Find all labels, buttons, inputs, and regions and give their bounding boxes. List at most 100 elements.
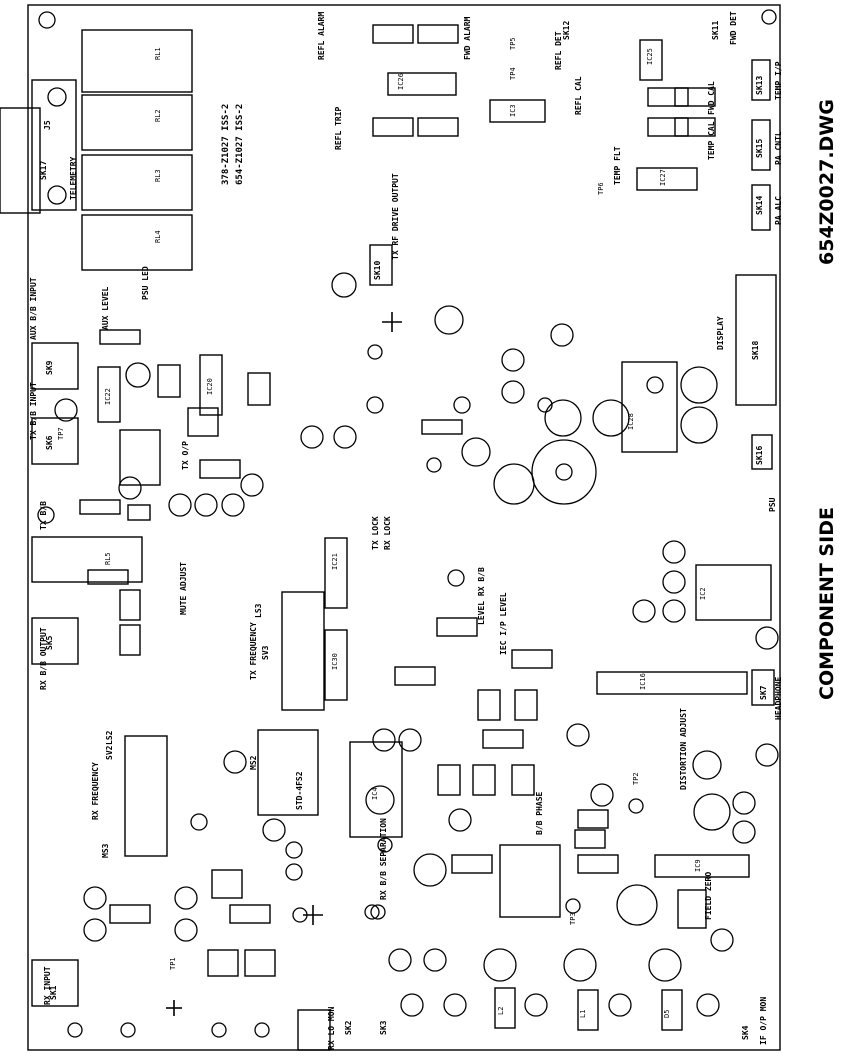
rx-frequency-label: RX FREQUENCY [91,762,100,820]
ic4-regulator [349,741,403,838]
sk10-ref: SK10 [373,260,382,280]
ic21-ref: IC21 [331,553,339,570]
sk18-ref: SK18 [751,340,760,360]
fwd-alarm-label: FWD ALARM [463,16,472,60]
bb-phase-label: B/B PHASE [535,791,544,835]
ic21 [324,537,348,609]
refl-cal-label: REFL CAL [574,76,583,115]
sk18-label: DISPLAY [716,316,725,350]
lo-mon-block [297,1009,331,1051]
ic30-ref: IC30 [331,653,339,670]
sk1-block [31,959,79,1007]
sk17-ref: SK17 [39,160,48,180]
sk10-label: TX RF DRIVE OUTPUT [391,173,400,260]
ic26 [387,72,457,96]
sk2-ref: SK2 [344,1020,353,1035]
sk14-block [751,184,771,231]
sk2-label: RX LO MON [327,1006,336,1050]
ic16-ref: IC16 [639,673,647,690]
ic28-regulator [621,361,678,453]
sk12-ref: SK12 [562,20,571,40]
level-rx-bb-label: LEVEL RX B/B [477,567,486,625]
rx-bb-separation-label: RX B/B SEPARATION [379,818,388,900]
psu-led-label: PSU LED [141,266,150,300]
rl4-ref: RL4 [154,230,162,243]
sk15-block [751,119,771,171]
rl5-ref: RL5 [104,552,112,565]
ic25-ref: IC25 [646,48,654,65]
sk4-label: IF O/P MON [759,996,768,1045]
sk9-ref: SK9 [45,360,54,375]
sk1-ref: SK1 [49,985,58,1000]
refl-trip-label: REFL TRIP [334,106,343,150]
sk14-ref: SK14 [755,195,764,215]
sk11-ref: SK11 [711,20,720,40]
fl2 [577,989,599,1031]
distortion-adjust-label: DISTORTION ADJUST [679,708,688,790]
ic27 [636,167,698,191]
tx-lock-label: TX LOCK [371,516,380,550]
sk17-telemetry-block [31,79,77,211]
ls2-label: LS2 [105,730,114,745]
relay-rl4 [81,214,193,271]
fwd-det-label: FWD DET [729,11,738,45]
board-outline [27,4,781,1051]
sk15-ref: SK15 [755,138,764,158]
sk5-ref: SK5 [45,635,54,650]
temp-flt-label: TEMP FLT [613,146,622,185]
resistor-boxes [79,24,716,977]
xtal-std-block [257,729,319,816]
round-components [37,9,779,1038]
aux-level-label: AUX LEVEL [101,286,110,330]
tx-bb-label: TX B/B [39,501,48,530]
drawing-number: 654Z0027.DWG [816,99,838,265]
refl-det-label: REFL DET [554,31,563,70]
relay-rl3 [81,154,193,211]
ic27-ref: IC27 [659,169,667,186]
c105-c108-block [499,844,561,918]
ic4-ref: IC4 [371,787,379,800]
ic9-ref: IC9 [694,859,702,872]
tp1-ref: TP1 [169,957,177,970]
ic30 [324,629,348,701]
sk8-block [119,429,161,486]
sk17-label: TELEMETRY [69,156,78,200]
sk16-ref: SK16 [755,445,764,465]
sk6-block [31,417,79,465]
std-label: STD-4FS2 [295,771,304,810]
ms2-label: MS2 [249,755,258,770]
j5-ref: J5 [43,120,52,130]
relay-rl1 [81,29,193,93]
sv2-label: SV2 [105,745,114,760]
ic16 [596,671,748,695]
ic20 [199,354,223,416]
relay-rl5 [31,536,143,583]
ic24 [97,366,121,423]
ic9 [654,854,750,878]
ic20-ref: IC20 [206,378,214,395]
sk13-ref: SK13 [755,75,764,95]
sk16-label: PSU [768,497,777,512]
ic25 [639,39,663,81]
sk9-block [31,342,79,390]
sk14-label: PA ALC [774,196,783,225]
sk4-ref: SK4 [741,1025,750,1040]
field-zero-label: FIELD ZERO [704,871,713,920]
sk3-ref: SK3 [379,1020,388,1035]
fiducial-marks [166,312,402,1016]
sk6-ref: SK6 [45,435,54,450]
sk7-label: HEADPHONE [774,676,783,720]
rl3-ref: RL3 [154,169,162,182]
ic28-ref: IC28 [627,413,635,430]
relay-rl2 [81,94,193,151]
fl3-ref: D5 [663,1009,671,1018]
tp6-ref: TP6 [597,182,605,195]
tp2-ref: TP2 [632,772,640,785]
sk10-block [369,244,393,286]
ic26-ref: IC26 [397,73,405,90]
tp5-ref: TP5 [509,37,517,50]
tx-frequency-label: TX FREQUENCY [249,622,258,680]
rx-frequency-switch-bank [124,735,168,857]
mute-adjust-label: MUTE ADJUST [179,562,188,615]
